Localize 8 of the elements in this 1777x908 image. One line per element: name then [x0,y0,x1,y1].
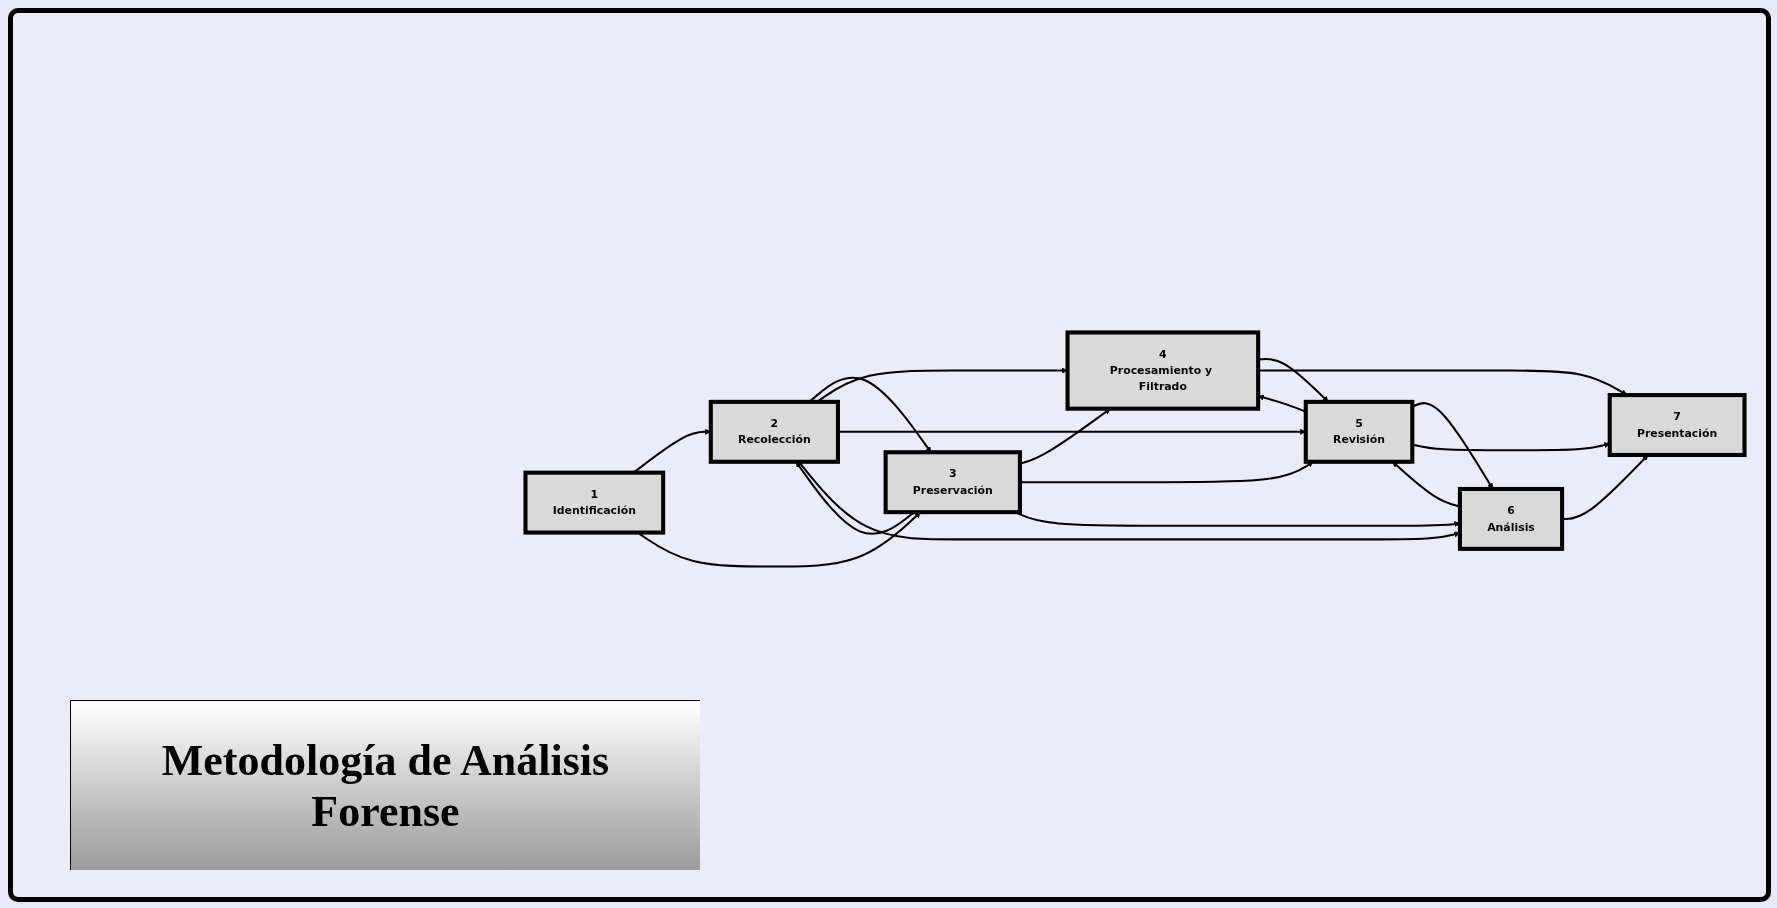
node-box: 3 Preservación [883,450,1022,515]
title-banner: Metodología de Análisis Forense [70,700,700,870]
node-box: 5 Revisión [1303,400,1415,465]
node-box: 4 Procesamiento y Filtrado [1065,330,1261,412]
node-box: 1 Identificación [523,471,666,536]
node-box: 6 Análisis [1457,487,1565,552]
node-box: 2 Recolección [708,400,840,465]
node-box: 7 Presentación [1607,393,1747,458]
